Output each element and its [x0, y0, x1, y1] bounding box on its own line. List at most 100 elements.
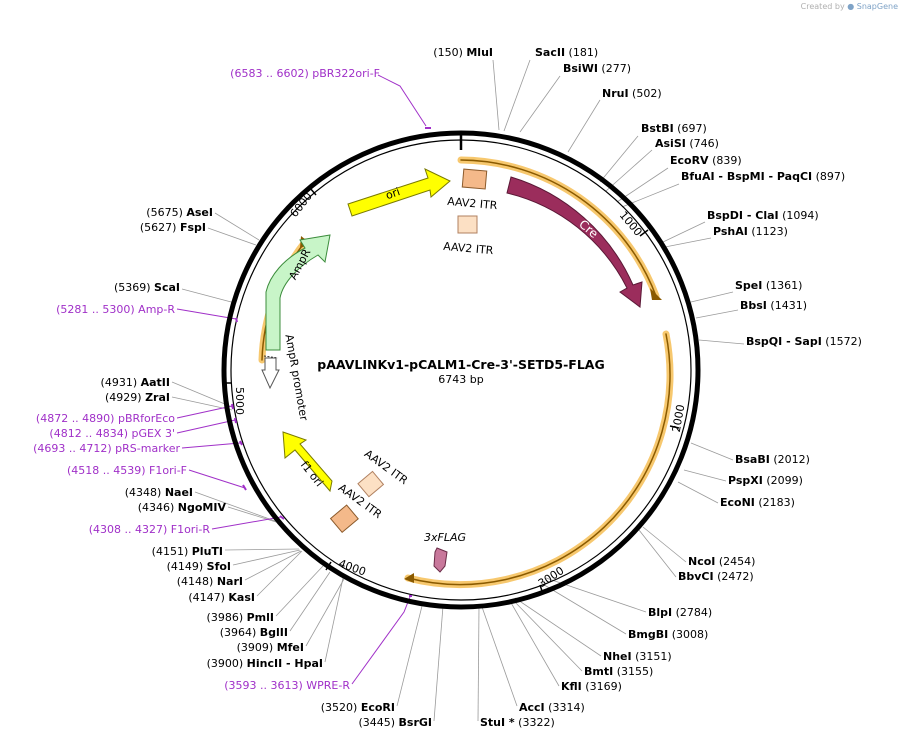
- enzyme-name: BspDI - ClaI: [707, 209, 779, 222]
- primer-leader-line: [181, 442, 241, 449]
- enzyme-position: (502): [629, 87, 662, 100]
- primer-leader-line: [351, 596, 411, 685]
- enzyme-name: NgoMIV: [178, 501, 227, 514]
- enzyme-leader-line: [214, 212, 260, 241]
- ori-feature: [347, 168, 451, 217]
- enzyme-name: KflI: [561, 680, 582, 693]
- enzyme-name: BstBI: [641, 122, 674, 135]
- ampr-promoter-feature: [261, 357, 280, 390]
- itr-bottom-light-feature: [357, 470, 385, 498]
- enzyme-name: KasI: [228, 591, 255, 604]
- credit-prefix: Created by: [800, 2, 845, 11]
- enzyme-name: AsiSI: [655, 137, 686, 150]
- enzyme-position: (897): [812, 170, 845, 183]
- enzyme-name: NruI: [602, 87, 629, 100]
- enzyme-leader-line: [171, 381, 233, 408]
- f1ori-feature: [282, 431, 333, 493]
- enzyme-position: (181): [565, 46, 598, 59]
- itr-top-feature: [461, 168, 488, 190]
- tick-label-5000: 5000: [233, 387, 246, 415]
- itr-top-light-feature: [457, 215, 478, 234]
- enzyme-position: (4929): [105, 391, 145, 404]
- primer-leader-line: [211, 516, 282, 530]
- enzyme-leader-line: [244, 550, 302, 581]
- primer-mark-ampr: [235, 317, 238, 323]
- enzyme-leader-line: [224, 548, 300, 551]
- itr-bottom-feature: [329, 504, 359, 534]
- enzyme-name: PshAI: [713, 225, 748, 238]
- ampr-feature: [265, 234, 331, 351]
- tick-6000: [309, 187, 317, 196]
- flag-label: 3xFLAG: [424, 531, 466, 544]
- enzyme-leader-line: [664, 237, 712, 248]
- enzyme-position: (3445): [358, 716, 398, 729]
- enzyme-position: (2784): [672, 606, 712, 619]
- enzyme-label: BmtI (3155): [584, 665, 653, 678]
- enzyme-label: BlpI (2784): [648, 606, 712, 619]
- enzyme-leader-line: [540, 582, 627, 635]
- enzyme-position: (2012): [770, 453, 810, 466]
- enzyme-leader-line: [677, 481, 719, 504]
- enzyme-label: (4151) PluTI: [152, 545, 223, 558]
- enzyme-label: (3909) MfeI: [237, 641, 304, 654]
- enzyme-leader-line: [433, 605, 444, 722]
- enzyme-position: (4149): [167, 560, 207, 573]
- enzyme-leader-line: [690, 291, 734, 303]
- enzyme-name: NarI: [217, 575, 243, 588]
- enzyme-position: (3151): [632, 650, 672, 663]
- enzyme-leader-line: [567, 99, 601, 153]
- enzyme-position: (746): [686, 137, 719, 150]
- flag-feature: [433, 547, 448, 573]
- tick-marks: [222, 187, 680, 595]
- enzyme-position: (3169): [582, 680, 622, 693]
- enzyme-name: BmtI: [584, 665, 613, 678]
- primer-label: (4812 .. 4834) pGEX 3': [49, 427, 175, 440]
- enzyme-label: BstBI (697): [641, 122, 707, 135]
- enzyme-leader-line: [683, 469, 727, 482]
- enzyme-leader-line: [642, 526, 687, 563]
- tick-1000: [639, 229, 649, 237]
- enzyme-position: (3900): [207, 657, 247, 670]
- itr-top-light-label: AAV2 ITR: [443, 240, 495, 257]
- enzyme-name: HincII - HpaI: [247, 657, 323, 670]
- primer-marks: [231, 127, 431, 597]
- cre-feature: [506, 176, 643, 308]
- enzyme-leader-line: [256, 550, 303, 597]
- primer-label: (6583 .. 6602) pBR322ori-F: [230, 67, 380, 80]
- enzyme-position: (2472): [714, 570, 754, 583]
- primer-label: (4872 .. 4890) pBRforEco: [36, 412, 175, 425]
- enzyme-position: (2454): [715, 555, 755, 568]
- enzyme-leader-line: [605, 149, 653, 192]
- enzyme-label: SpeI (1361): [735, 279, 802, 292]
- enzyme-label: SacII (181): [535, 46, 598, 59]
- enzyme-name: BsiWI: [563, 62, 598, 75]
- enzyme-name: BsaBI: [735, 453, 770, 466]
- enzyme-label: (5675) AseI: [146, 206, 213, 219]
- enzyme-leader-line: [194, 491, 276, 522]
- enzyme-leader-line: [481, 606, 518, 707]
- enzyme-position: (277): [598, 62, 631, 75]
- plasmid-name: pAAVLINKv1-pCALM1-Cre-3'-SETD5-FLAG: [317, 357, 605, 372]
- enzyme-label: BspQI - SapI (1572): [746, 335, 862, 348]
- enzyme-position: (4148): [177, 575, 217, 588]
- tick-2000: [669, 425, 680, 429]
- enzyme-label: BmgBI (3008): [628, 628, 708, 641]
- enzyme-leader-line: [492, 59, 500, 131]
- primer-leader-line: [176, 419, 236, 434]
- ori-label: ori: [384, 185, 402, 202]
- enzyme-name: AseI: [186, 206, 213, 219]
- enzyme-leader-line: [638, 529, 677, 578]
- enzyme-position: (1361): [762, 279, 802, 292]
- enzyme-leader-line: [662, 221, 706, 243]
- orf-track-setd5-core: [407, 333, 671, 586]
- primer-label: (3593 .. 3613) WPRE-R: [224, 679, 350, 692]
- plasmid-length: 6743 bp: [438, 373, 483, 386]
- credit-brand: SnapGene: [856, 2, 898, 11]
- enzyme-position: (1094): [779, 209, 819, 222]
- enzyme-name: FspI: [180, 221, 206, 234]
- enzyme-name: AccI: [519, 701, 545, 714]
- enzyme-label: EcoRV (839): [670, 154, 742, 167]
- enzyme-label: BbsI (1431): [740, 299, 807, 312]
